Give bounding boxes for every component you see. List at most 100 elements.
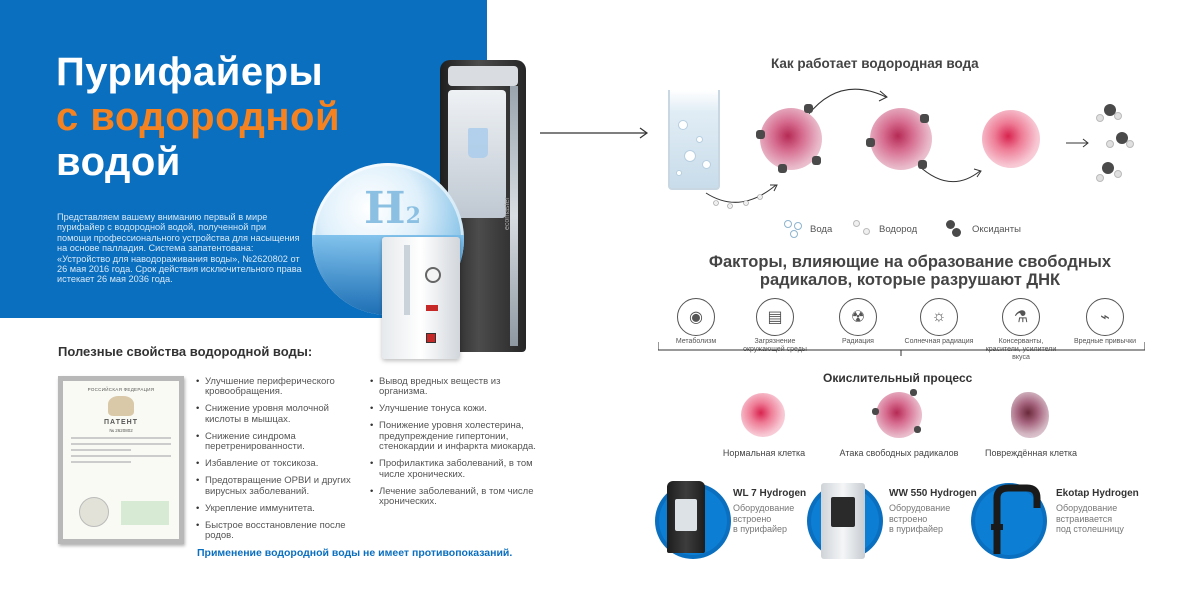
- bubble: [678, 120, 688, 130]
- product-description: Оборудование встроено в пурифайер: [733, 503, 795, 534]
- list-item: Понижение уровня холестерина, предупрежд…: [370, 421, 548, 452]
- product-name: Ekotap Hydrogen: [1056, 488, 1139, 499]
- contraindications-note: Применение водородной воды не имеет прот…: [197, 547, 513, 559]
- oxidant-icon: [920, 114, 929, 123]
- list-item: Снижение уровня молочной кислоты в мышца…: [196, 404, 364, 425]
- factors-title-line1: Факторы, влияющие на образование свободн…: [708, 253, 1112, 271]
- certificate-stamp: [121, 501, 169, 525]
- glass-icon: [468, 128, 488, 158]
- process-arrows: [705, 88, 982, 209]
- radiation-icon: ☢: [839, 298, 877, 336]
- wl7-purifier-image: [667, 481, 705, 553]
- flask-icon: ⚗: [1002, 298, 1040, 336]
- certificate-text-line: [71, 437, 171, 439]
- oxidant-icon: [914, 426, 921, 433]
- damaged-cell-label: Повреждённая клетка: [984, 448, 1078, 458]
- metabolism-icon: ◉: [677, 298, 715, 336]
- normal-cell-label: Нормальная клетка: [722, 448, 806, 458]
- oxidation-title: Окислительный процесс: [823, 371, 973, 385]
- generator-switch: [426, 333, 436, 343]
- ww550-purifier-image: [821, 483, 865, 559]
- product-name: WW 550 Hydrogen: [889, 488, 977, 499]
- hero-description: Представляем вашему вниманию первый в ми…: [57, 212, 302, 285]
- certificate-text-line: [71, 449, 131, 451]
- legend-hydrogen-label: Водород: [879, 223, 918, 235]
- patent-certificate-image: РОССИЙСКАЯ ФЕДЕРАЦИЯ ПАТЕНТ № 2620802: [58, 376, 184, 544]
- water-molecules-icon: [1096, 104, 1136, 188]
- oxidant-icon: [812, 156, 821, 165]
- generator-tube: [404, 245, 410, 315]
- purifier-side-stripe: [510, 86, 518, 346]
- factor-label: Метаболизм: [675, 338, 717, 345]
- list-item: Профилактика заболеваний, в том числе хр…: [370, 459, 548, 480]
- factory-icon: ▤: [756, 298, 794, 336]
- hero-title-line3: водой: [56, 140, 181, 184]
- product-badge-ekotap: [971, 483, 1047, 559]
- normal-cell-icon: [741, 393, 785, 437]
- list-item: Лечение заболеваний, в том числе хрониче…: [370, 486, 548, 508]
- factors-bracket: [658, 342, 1145, 356]
- factor-label: Радиация: [842, 338, 874, 345]
- list-item: Избавление от токсикоза.: [196, 458, 364, 470]
- factor-radiation: ☢ Радиация: [818, 298, 898, 346]
- properties-title: Полезные свойства водородной воды:: [58, 344, 313, 359]
- oxidant-icon: [866, 138, 875, 147]
- damaged-cell-icon: [1011, 392, 1049, 438]
- factor-bad-habits: ⌁ Вредные привычки: [1065, 298, 1145, 346]
- attacked-cell-icon: [866, 108, 932, 170]
- list-item: Улучшение тонуса кожи.: [370, 403, 548, 415]
- hero-banner: Пурифайеры с водородной водой Представля…: [0, 0, 487, 318]
- generator-indicator: [426, 305, 438, 311]
- water-glass-icon: [668, 90, 720, 190]
- factor-solar-radiation: ☼ Солнечная радиация: [899, 298, 979, 346]
- hero-title: Пурифайеры с водородной водой: [56, 50, 340, 185]
- product-name: WL 7 Hydrogen: [733, 488, 807, 499]
- arrow-right-icon: [1066, 138, 1089, 148]
- bubble: [702, 160, 711, 169]
- oxidant-icon: [910, 389, 917, 396]
- legend-water: Вода: [784, 220, 832, 238]
- oxidant-icon: [872, 408, 879, 415]
- oxidant-icon: [778, 164, 787, 173]
- healthy-cell-icon: [982, 110, 1040, 168]
- hero-title-line2: с водородной: [56, 95, 341, 139]
- list-item: Вывод вредных веществ из организма.: [370, 376, 548, 398]
- sun-icon: ☼: [920, 298, 958, 336]
- list-item: Улучшение периферического кровообращения…: [196, 376, 364, 398]
- legend-water-label: Вода: [810, 223, 833, 235]
- properties-list-col2: Вывод вредных веществ из организма. Улуч…: [370, 376, 548, 514]
- hero-title-line1: Пурифайеры: [56, 50, 324, 94]
- arrow-right-icon: [540, 127, 649, 139]
- cigarette-icon: ⌁: [1086, 298, 1124, 336]
- attacked-cell-icon: [872, 389, 922, 438]
- factors-title-line2: радикалов, которые разрушают ДНК: [759, 271, 1061, 289]
- certificate-number: № 2620802: [109, 428, 133, 433]
- hydrogen-icon: [853, 220, 875, 238]
- purifier-brand: ecomaster: [504, 197, 511, 230]
- list-item: Предотвращение ОРВИ и других вирусных за…: [196, 476, 364, 497]
- oxidant-icon: [918, 160, 927, 169]
- oxidant-icon: [756, 130, 765, 139]
- attacked-cell-icon: [756, 104, 822, 173]
- bubble: [684, 150, 696, 162]
- legend-oxidants-label: Оксиданты: [972, 223, 1021, 235]
- bubble: [696, 136, 703, 143]
- water-icon: [784, 220, 806, 238]
- factor-label: Вредные привычки: [1073, 338, 1137, 345]
- certificate-header: РОССИЙСКАЯ ФЕДЕРАЦИЯ: [87, 387, 155, 392]
- hydrogen-generator-image: [382, 237, 460, 359]
- attack-label: Атака свободных радикалов: [839, 448, 959, 458]
- factor-label: Солнечная радиация: [904, 338, 974, 345]
- properties-list-col1: Улучшение периферического кровообращения…: [196, 376, 364, 548]
- gauge-icon: [425, 267, 441, 283]
- how-it-works-title: Как работает водородная вода: [771, 56, 979, 71]
- list-item: Снижение синдрома перетренированности.: [196, 431, 364, 453]
- factors-title: Факторы, влияющие на образование свободн…: [640, 253, 1180, 289]
- certificate-text-line: [71, 455, 171, 457]
- certificate-text-line: [71, 443, 171, 445]
- list-item: Укрепление иммунитета.: [196, 503, 364, 515]
- oxidant-icon: [946, 220, 968, 238]
- product-description: Оборудование встраивается под столешницу: [1056, 503, 1124, 534]
- list-item: Быстрое восстановление после родов.: [196, 520, 364, 542]
- eagle-emblem-icon: [108, 396, 134, 416]
